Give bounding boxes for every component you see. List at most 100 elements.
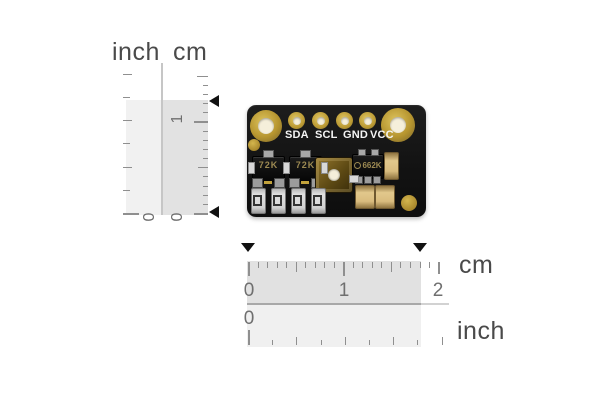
tick bbox=[324, 262, 326, 268]
tick bbox=[305, 262, 307, 268]
regulator-leg-2 bbox=[364, 176, 372, 184]
horizontal-ruler-cm-number-0: 0 bbox=[243, 280, 255, 301]
silkscreen-label-vcc: VCC bbox=[370, 129, 394, 141]
horizontal-ruler-divider-extension bbox=[421, 303, 449, 305]
tick bbox=[123, 97, 130, 98]
mounting-hole-left-bore bbox=[258, 118, 274, 134]
transistor-q1-tab bbox=[263, 150, 274, 158]
tick bbox=[417, 340, 419, 345]
capacitor-1 bbox=[355, 185, 375, 209]
horizontal-ruler-cm-number-2: 2 bbox=[432, 280, 444, 301]
tick bbox=[400, 262, 402, 268]
vertical-ruler-separator bbox=[161, 63, 163, 215]
tick bbox=[203, 130, 208, 132]
capacitor-3 bbox=[384, 152, 399, 180]
tick bbox=[203, 148, 208, 150]
tick bbox=[203, 158, 208, 160]
tick bbox=[203, 94, 208, 96]
smd-passive-3 bbox=[321, 162, 328, 174]
resistor-4-mark bbox=[315, 197, 320, 204]
tick bbox=[123, 73, 132, 75]
capacitor-2 bbox=[375, 185, 395, 209]
tick bbox=[438, 262, 441, 274]
tick bbox=[362, 262, 364, 268]
tick bbox=[314, 262, 316, 268]
dimension-marker-bottom-icon bbox=[209, 206, 219, 218]
tick bbox=[333, 262, 335, 268]
pin-pad-sda bbox=[288, 112, 305, 129]
tick bbox=[344, 337, 346, 345]
tick bbox=[203, 139, 208, 141]
regulator-logo-icon bbox=[354, 162, 362, 169]
resistor-3-band bbox=[293, 195, 302, 206]
dimension-marker-top-icon bbox=[209, 95, 219, 107]
horizontal-ruler-cm-number-1: 1 bbox=[338, 280, 350, 301]
vertical-ruler-inch-shade bbox=[126, 100, 161, 215]
tick bbox=[247, 262, 250, 276]
pin-pad-vcc-bore bbox=[363, 116, 372, 125]
pin-pad-gnd-bore bbox=[340, 116, 349, 125]
tick bbox=[123, 166, 132, 168]
tick bbox=[429, 262, 431, 268]
horizontal-ruler-inch-number-0: 0 bbox=[243, 308, 255, 329]
gold-via-left bbox=[248, 139, 260, 151]
regulator-tab-2 bbox=[371, 149, 379, 156]
tick bbox=[123, 143, 130, 145]
tick bbox=[257, 262, 259, 268]
vertical-ruler-cm-shade bbox=[163, 100, 208, 215]
resistor-4-band bbox=[313, 195, 322, 206]
smd-passive-1 bbox=[248, 162, 255, 174]
tick bbox=[410, 262, 411, 268]
transistor-q1-leg-right bbox=[274, 178, 285, 188]
horizontal-ruler-cm-shade bbox=[247, 261, 421, 304]
resistor-2-mark bbox=[275, 197, 280, 204]
sensor-vent-hole bbox=[328, 169, 340, 181]
mounting-hole-right-bore bbox=[390, 117, 406, 133]
tick bbox=[369, 340, 370, 345]
tick bbox=[194, 212, 208, 215]
regulator-label-text: 662K bbox=[362, 161, 382, 170]
voltage-regulator: 662K bbox=[352, 149, 384, 184]
horizontal-ruler-divider bbox=[247, 303, 421, 305]
tick bbox=[320, 340, 322, 345]
tick bbox=[371, 262, 373, 268]
pin-pad-gnd bbox=[336, 112, 353, 129]
resistor-4 bbox=[311, 188, 326, 214]
resistor-1-band bbox=[253, 195, 262, 206]
pin-pad-scl-bore bbox=[316, 116, 325, 125]
pin-pad-sda-bore bbox=[292, 116, 301, 125]
transistor-q1-label: 72K bbox=[258, 160, 279, 170]
transistor-q2-tab bbox=[300, 150, 311, 158]
tick bbox=[381, 262, 383, 268]
tick bbox=[390, 262, 392, 272]
tick bbox=[203, 103, 208, 105]
tick bbox=[203, 185, 208, 187]
tick bbox=[352, 262, 354, 268]
tick bbox=[194, 121, 208, 123]
regulator-label: 662K bbox=[353, 161, 383, 170]
resistor-1 bbox=[251, 188, 266, 214]
tick bbox=[267, 262, 269, 268]
tick bbox=[123, 212, 139, 215]
tick bbox=[197, 75, 208, 77]
tick bbox=[342, 262, 345, 276]
pin-pad-vcc bbox=[359, 112, 376, 129]
transistor-q2-trace bbox=[301, 181, 309, 184]
vertical-ruler-inch-label: inch bbox=[112, 38, 160, 66]
tick bbox=[203, 203, 208, 205]
tick bbox=[123, 120, 132, 122]
tick bbox=[295, 262, 297, 272]
resistor-3 bbox=[291, 188, 306, 214]
tick bbox=[276, 262, 278, 268]
dimension-marker-right-icon bbox=[413, 243, 427, 252]
transistor-q2-leg-left bbox=[289, 178, 300, 188]
tick bbox=[123, 189, 130, 191]
regulator-leg-3 bbox=[373, 176, 381, 184]
silkscreen-label-gnd: GND bbox=[343, 129, 369, 141]
horizontal-ruler-inch-label: inch bbox=[457, 317, 505, 345]
tick bbox=[198, 167, 208, 169]
dimension-marker-left-icon bbox=[241, 243, 255, 252]
resistor-1-mark bbox=[255, 197, 260, 204]
mounting-hole-right bbox=[381, 108, 415, 142]
